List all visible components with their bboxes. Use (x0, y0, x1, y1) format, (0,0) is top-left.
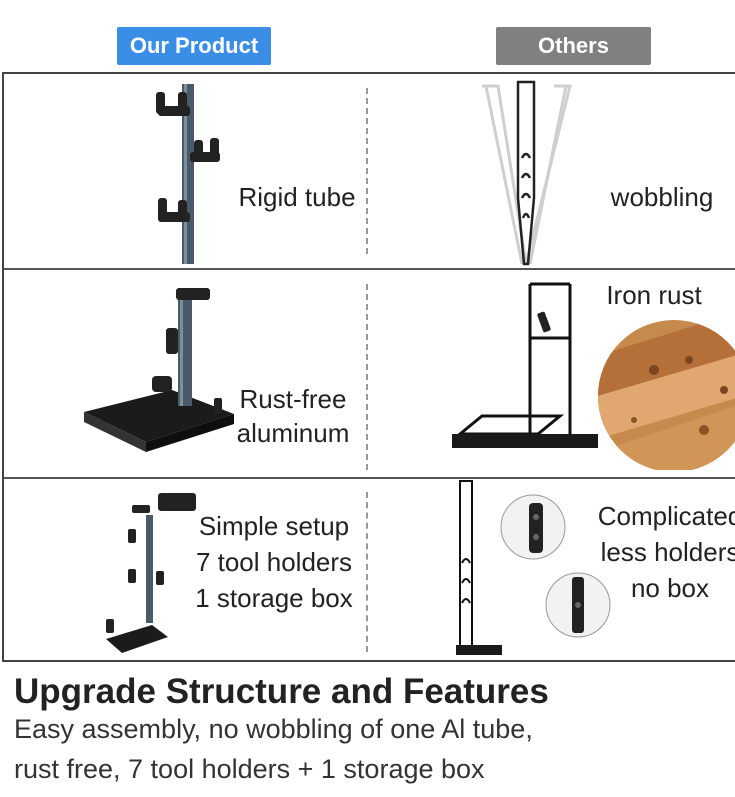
rigid-tube-text: Rigid tube (238, 182, 356, 212)
complicated-text: Complicated (597, 501, 735, 531)
wobbling-text: wobbling (610, 182, 714, 212)
rust-free-text-line1: Rust-free (239, 384, 347, 414)
wobbling-stand-image (482, 80, 572, 266)
features-line-1: Easy assembly, no wobbling of one Al tub… (14, 714, 533, 744)
tool-holders-text: 7 tool holders (195, 547, 353, 577)
comparison-row-material: Rust-free aluminum Iron rust (4, 270, 735, 477)
comparison-row-rigid: Rigid tube wobbling (4, 74, 735, 268)
no-box-text: no box (630, 573, 710, 603)
features-title: Upgrade Structure and Features (14, 672, 549, 711)
setup-parts-image (106, 493, 196, 653)
features-line-2: rust free, 7 tool holders + 1 storage bo… (14, 754, 485, 784)
rigid-tube-image (156, 84, 220, 264)
column-divider (366, 88, 368, 254)
rust-free-text-line2: aluminum (236, 418, 350, 448)
aluminum-stand-image (84, 288, 234, 452)
storage-box-text: 1 storage box (195, 583, 353, 613)
detail-closeup-top-image (500, 494, 566, 560)
comparison-row-setup: Simple setup 7 tool holders 1 storage bo… (4, 479, 735, 664)
iron-stand-image (452, 282, 598, 448)
other-stand-image (456, 480, 502, 655)
others-label: Others (496, 27, 651, 65)
less-holders-text: less holders (600, 537, 735, 567)
detail-closeup-bottom-image (545, 572, 611, 638)
row-divider (4, 477, 735, 479)
iron-rust-text: Iron rust (606, 280, 702, 310)
simple-setup-text: Simple setup (198, 511, 350, 541)
column-divider (366, 492, 368, 652)
our-product-label: Our Product (117, 27, 271, 65)
comparison-table: Rigid tube wobbling (2, 72, 735, 662)
column-divider (366, 284, 368, 470)
row-divider (4, 268, 735, 270)
rusted-tube-closeup-image (598, 320, 735, 470)
